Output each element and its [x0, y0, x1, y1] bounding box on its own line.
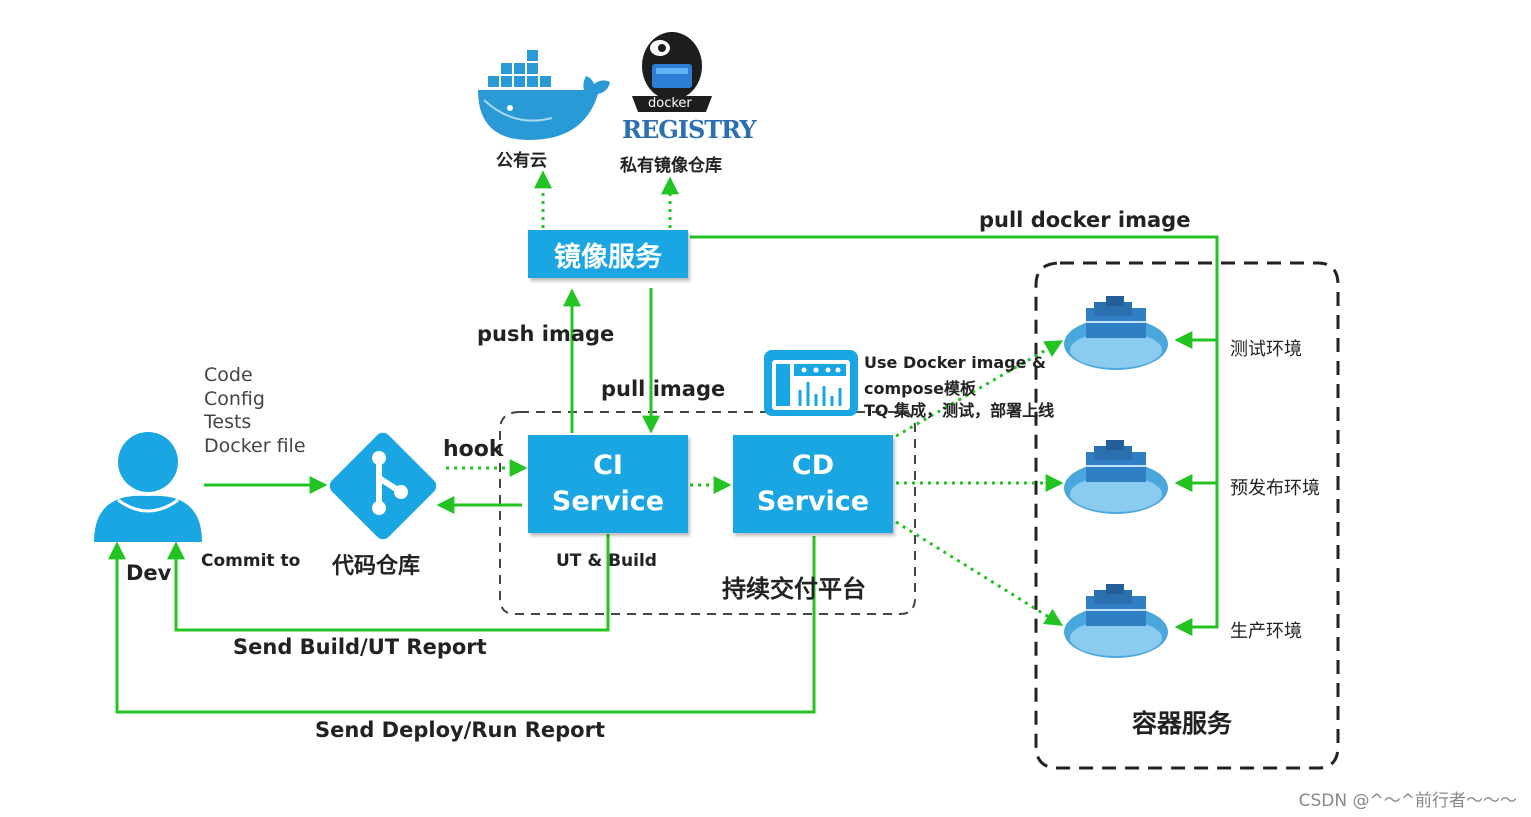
cd-service-line1: CD [791, 450, 835, 481]
code-item: Docker file [204, 434, 306, 457]
image-service-box: 镜像服务 [528, 230, 688, 278]
ci-service-line1: CI [593, 450, 623, 481]
image-service-label: 镜像服务 [554, 241, 662, 273]
compose-template-icon [764, 350, 858, 416]
hook-label: hook [443, 437, 504, 462]
compose-note-line1: Use Docker image & [864, 353, 1046, 372]
env-prod-label: 生产环境 [1230, 621, 1302, 642]
container-whale-staging-icon [1064, 440, 1168, 514]
pull-image-label: pull image [601, 377, 726, 401]
env-test-label: 测试环境 [1230, 339, 1302, 360]
container-whale-prod-icon [1064, 584, 1168, 658]
push-image-label: push image [477, 322, 615, 346]
container-services-label: 容器服务 [1132, 709, 1233, 738]
docker-whale-icon [478, 50, 610, 140]
arrow-cd-to-prod [895, 520, 1064, 626]
arrow-pull-docker-image [690, 235, 1219, 636]
compose-note-line3: TQ 集成，测试，部署上线 [864, 401, 1055, 420]
cd-service-box: CD Service [733, 435, 893, 533]
arrow-send-build-report [167, 534, 610, 632]
platform-boundary [499, 411, 916, 615]
code-items-list: Code Config Tests Docker file [204, 364, 306, 458]
code-item: Config [204, 387, 265, 410]
platform-label: 持续交付平台 [722, 575, 866, 603]
cd-service-line2: Service [756, 486, 870, 517]
env-staging-label: 预发布环境 [1230, 478, 1320, 499]
docker-registry-logo [632, 32, 712, 112]
pull-docker-image-label: pull docker image [979, 208, 1191, 232]
developer-avatar-icon [94, 432, 202, 542]
registry-logo-top: docker [648, 96, 692, 111]
send-deploy-report-label: Send Deploy/Run Report [315, 718, 606, 742]
compose-note-line2: compose模板 [864, 379, 976, 398]
code-item: Tests [204, 411, 252, 433]
repo-label: 代码仓库 [332, 554, 421, 579]
commit-to-label: Commit to [201, 551, 301, 571]
container-services-boundary [1034, 261, 1340, 770]
send-build-report-label: Send Build/UT Report [233, 635, 487, 659]
ut-build-label: UT & Build [556, 551, 657, 571]
ci-service-line2: Service [551, 486, 665, 517]
private-registry-label: 私有镜像仓库 [620, 156, 722, 176]
csdn-watermark: CSDN @^～^前行者～～～ [1298, 791, 1517, 811]
arrow-send-deploy-report [108, 536, 816, 714]
code-item: Code [204, 364, 253, 386]
dev-label: Dev [126, 561, 172, 585]
registry-logo-main: REGISTRY [622, 115, 756, 144]
git-repo-icon [329, 432, 437, 540]
public-cloud-label: 公有云 [496, 151, 547, 171]
container-whale-test-icon [1064, 296, 1168, 370]
ci-service-box: CI Service [528, 435, 688, 533]
